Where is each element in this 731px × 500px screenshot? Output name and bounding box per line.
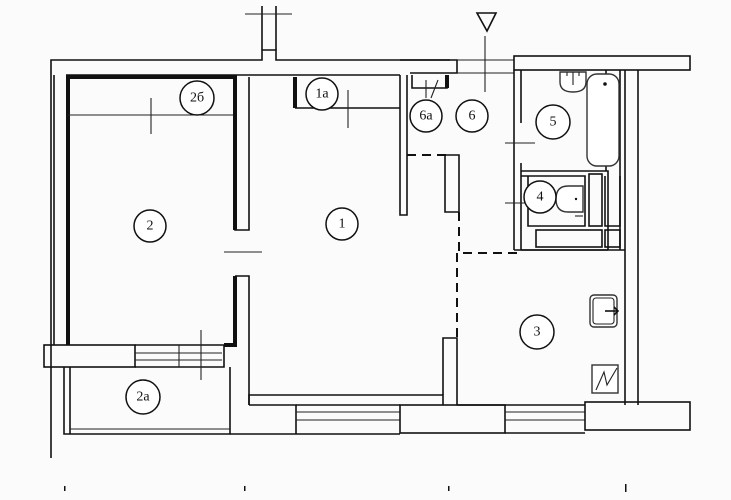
balcony-2a	[43, 330, 296, 435]
stove-icon	[591, 364, 619, 394]
svg-text:6: 6	[469, 109, 476, 124]
svg-text:1а: 1а	[315, 87, 329, 102]
room-label-2b: 2б	[179, 80, 215, 116]
svg-text:2а: 2а	[136, 390, 150, 405]
room-label-3: 3	[519, 314, 555, 350]
kitchen-3-walls	[457, 401, 691, 434]
room-1-walls	[248, 75, 506, 435]
svg-text:2б: 2б	[190, 91, 204, 106]
svg-text:5: 5	[550, 115, 557, 130]
svg-text:1: 1	[339, 217, 346, 232]
hallway-6	[407, 36, 520, 338]
room-label-2: 2	[133, 209, 167, 243]
svg-text:6а: 6а	[419, 109, 433, 124]
room-label-2a: 2а	[125, 379, 161, 415]
svg-text:2: 2	[147, 219, 154, 234]
room-label-4: 4	[523, 180, 557, 214]
scan-marks	[64, 484, 627, 492]
toilet-icon	[555, 185, 584, 213]
svg-text:4: 4	[537, 190, 544, 205]
room-2-walls	[53, 75, 262, 405]
room-label-6a: 6а	[409, 99, 443, 133]
room-label-1a: 1а	[305, 77, 339, 111]
room-label-5: 5	[535, 104, 571, 140]
entrance-marker-icon	[475, 12, 498, 33]
room-label-6: 6	[455, 99, 489, 133]
room-label-1: 1	[325, 207, 359, 241]
room-labels: 1 1а 2 2а 2б 3 4 5 6 6а	[125, 77, 571, 415]
svg-text:3: 3	[534, 325, 541, 340]
bathtub-icon	[586, 73, 620, 167]
